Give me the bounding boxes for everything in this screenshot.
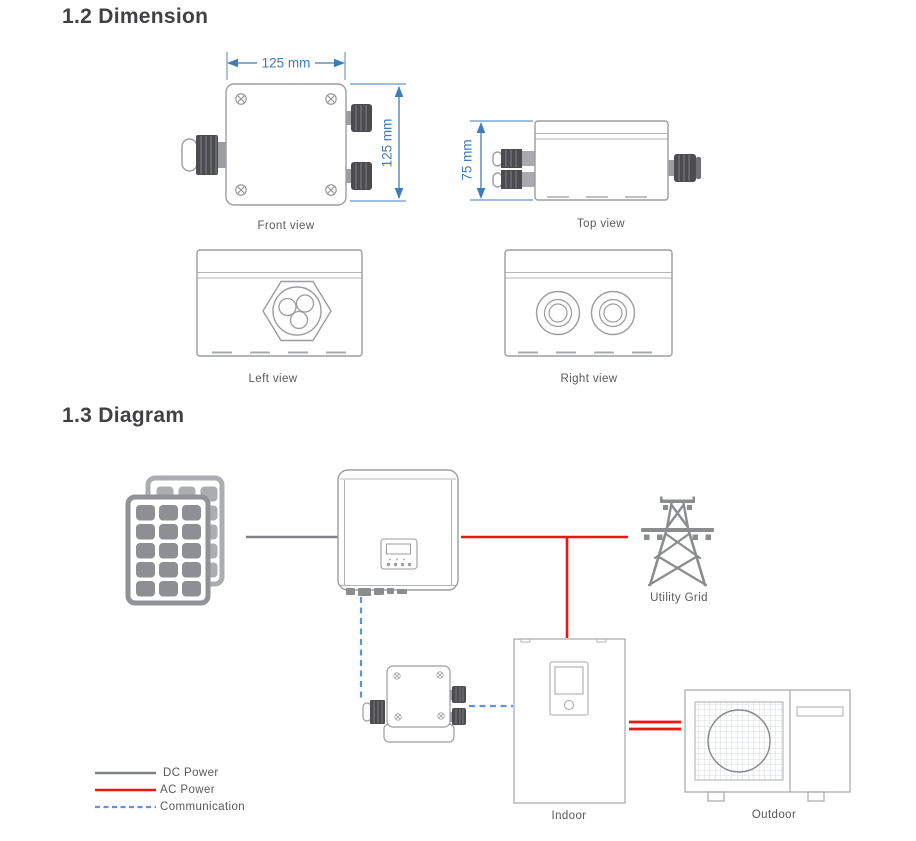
ac-power-line [461, 535, 628, 638]
left-view-drawing [196, 249, 363, 357]
communication-line [359, 597, 513, 708]
right-view-drawing [504, 249, 673, 357]
top-height-dimension [470, 120, 533, 201]
utility-grid-label: Utility Grid [650, 592, 708, 604]
indoor-control-panel [549, 661, 589, 716]
right-view-label: Right view [560, 373, 618, 385]
top-view-label: Top view [577, 218, 625, 230]
top-height-dimension-label: 75 mm [459, 139, 475, 181]
front-view-drawing [181, 83, 372, 206]
left-view-label: Left view [248, 373, 298, 385]
outdoor-foot [707, 791, 725, 802]
legend-ac-label: AC Power [160, 784, 215, 796]
indoor-control-button [563, 699, 575, 711]
section-heading-diagram: 1.3 Diagram [62, 404, 185, 427]
inverter-icon [337, 469, 459, 596]
section-heading-dimension: 1.2 Dimension [62, 5, 209, 28]
front-view-label: Front view [257, 220, 315, 232]
inverter-display-panel [380, 538, 418, 570]
outdoor-label: Outdoor [751, 809, 797, 821]
utility-grid-icon [641, 496, 714, 587]
inverter-display-screen [386, 543, 411, 555]
front-width-dimension [226, 52, 346, 80]
top-view-drawing [492, 120, 701, 201]
legend-lines [95, 771, 156, 809]
indoor-label: Indoor [551, 810, 587, 822]
legend-communication-label: Communication [160, 801, 246, 813]
outdoor-fan [707, 709, 771, 773]
legend-dc-label: DC Power [163, 767, 219, 779]
front-width-dimension-label: 125 mm [261, 55, 311, 71]
outdoor-foot [807, 791, 825, 802]
front-height-dimension-label: 125 mm [379, 118, 395, 168]
indoor-control-screen [554, 666, 584, 695]
outdoor-vent [796, 706, 844, 717]
inverter-connectors [346, 588, 407, 596]
junction-box-icon [362, 665, 466, 743]
ac-power-double-line [629, 720, 681, 731]
solar-panel-icon [125, 475, 225, 606]
outdoor-grille [694, 701, 784, 781]
outdoor-unit-icon [684, 689, 851, 802]
indoor-unit-icon [513, 638, 626, 804]
front-height-dimension [350, 83, 406, 202]
